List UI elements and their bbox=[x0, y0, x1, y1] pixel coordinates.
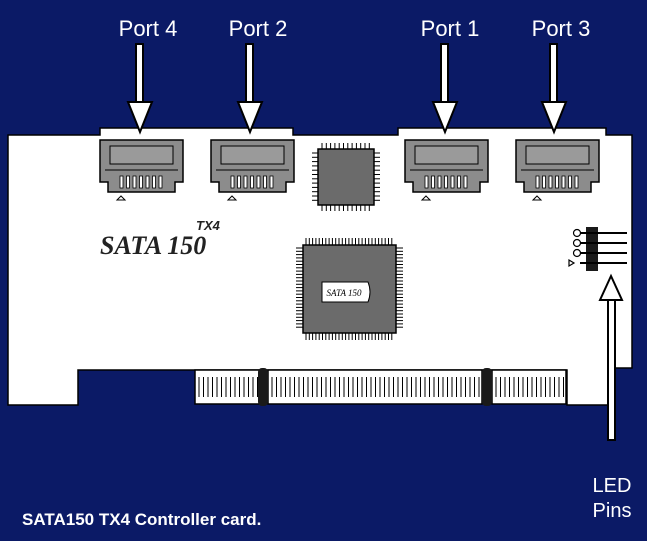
port-4-arrow bbox=[126, 43, 154, 135]
logo-main-text: SATA 150 bbox=[100, 231, 206, 260]
port-3-connector bbox=[515, 139, 600, 201]
figure-caption: SATA150 TX4 Controller card. bbox=[22, 510, 262, 529]
port-4-label: Port 4 bbox=[118, 16, 178, 41]
led-label-line1: LED bbox=[592, 475, 632, 497]
port-1-label: Port 1 bbox=[420, 16, 480, 41]
port-2-arrow bbox=[236, 43, 264, 135]
logo-sub-text: TX4 bbox=[196, 218, 221, 233]
led-arrow bbox=[598, 273, 624, 441]
port-1-connector bbox=[404, 139, 489, 201]
port-2-label: Port 2 bbox=[228, 16, 288, 41]
port-arrows bbox=[126, 43, 568, 135]
chip-label: SATA 150 bbox=[326, 288, 362, 298]
led-label-line2: Pins bbox=[592, 500, 632, 522]
led-pin-header bbox=[568, 227, 627, 271]
port-2-connector bbox=[210, 139, 295, 201]
small-chip bbox=[312, 143, 380, 211]
port-3-label: Port 3 bbox=[531, 16, 591, 41]
port-3-arrow bbox=[540, 43, 568, 135]
port-4-connector bbox=[99, 139, 184, 201]
led-pins-label: LED Pins bbox=[582, 474, 642, 524]
pci-edge-connector bbox=[194, 368, 567, 406]
port-1-arrow bbox=[431, 43, 459, 135]
sata150-logo: SATA 150 TX4 bbox=[100, 218, 221, 260]
controller-chip: SATA 150 bbox=[296, 238, 403, 340]
